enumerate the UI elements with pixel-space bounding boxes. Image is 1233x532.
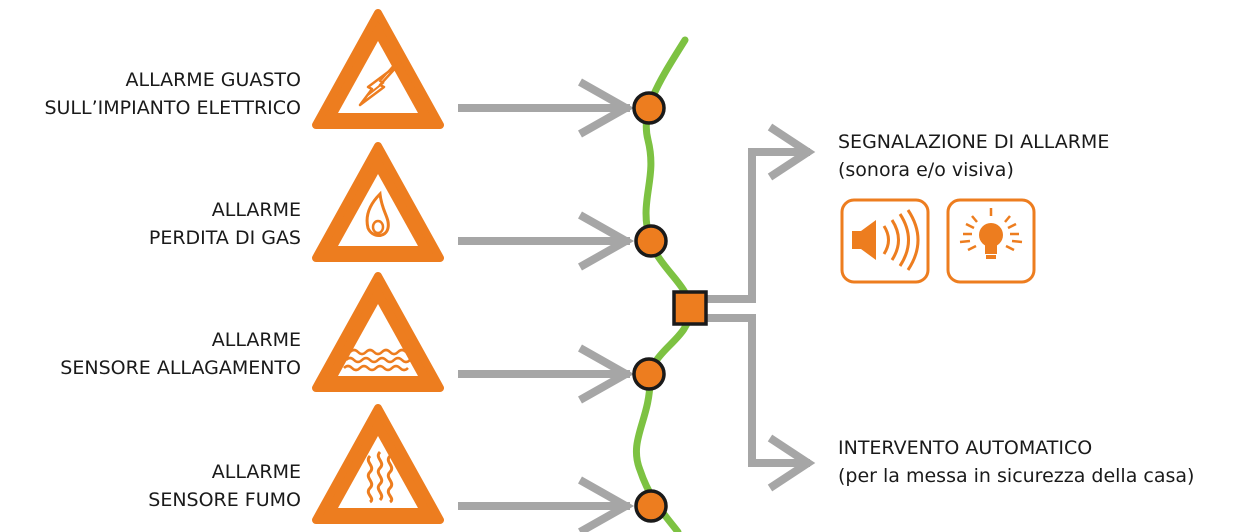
speaker-sound-icon [840, 198, 930, 284]
output-label-automatic: INTERVENTO AUTOMATICO (per la messa in s… [838, 434, 1194, 490]
alarm-label-line2: SENSORE FUMO [148, 489, 301, 511]
arrow-electrical [458, 78, 635, 138]
alarm-label-line2: SENSORE ALLAGAMENTO [60, 357, 301, 379]
node-smoke [634, 489, 668, 523]
warning-triangles [312, 9, 444, 524]
alarm-label-line1: ALLARME [211, 199, 301, 221]
alarm-label-smoke: ALLARME SENSORE FUMO [148, 458, 301, 514]
output-label-line1: SEGNALAZIONE DI ALLARME [838, 131, 1110, 153]
arrow-smoke [458, 476, 635, 532]
flood-waves-icon [312, 272, 444, 392]
alarm-label-line1: ALLARME GUASTO [125, 69, 302, 91]
output-label-line2: (per la messa in sicurezza della casa) [838, 465, 1195, 487]
node-flood [632, 357, 666, 391]
node-gas [634, 224, 668, 258]
alarm-label-line1: ALLARME [211, 329, 301, 351]
alarm-label-line1: ALLARME [211, 461, 301, 483]
lightning-icon [312, 9, 444, 129]
smoke-icon [312, 404, 444, 524]
alarm-label-flood: ALLARME SENSORE ALLAGAMENTO [60, 326, 301, 382]
bus-nodes [632, 91, 668, 523]
output-label-line1: INTERVENTO AUTOMATICO [838, 437, 1093, 459]
arrow-gas [458, 211, 635, 271]
output-line-automatic [706, 314, 810, 467]
output-label-signal: SEGNALAZIONE DI ALLARME (sonora e/o visi… [838, 128, 1109, 184]
central-unit-node [672, 290, 708, 326]
arrow-head-automatic [767, 434, 816, 492]
alarm-label-electrical: ALLARME GUASTO SULL’IMPIANTO ELETTRICO [44, 66, 301, 122]
output-arrows [706, 123, 816, 492]
arrow-flood [458, 344, 635, 404]
input-arrows [458, 78, 635, 532]
alarm-label-line2: PERDITA DI GAS [148, 227, 301, 249]
alarm-label-gas: ALLARME PERDITA DI GAS [149, 196, 301, 252]
output-label-line2: (sonora e/o visiva) [838, 159, 1014, 181]
alarm-label-line2: SULL’IMPIANTO ELETTRICO [44, 97, 301, 119]
gas-flame-icon [312, 142, 444, 262]
output-line-signal [706, 148, 810, 303]
node-electrical [632, 91, 666, 125]
arrow-head-signal [767, 123, 816, 181]
light-bulb-icon [946, 198, 1036, 284]
